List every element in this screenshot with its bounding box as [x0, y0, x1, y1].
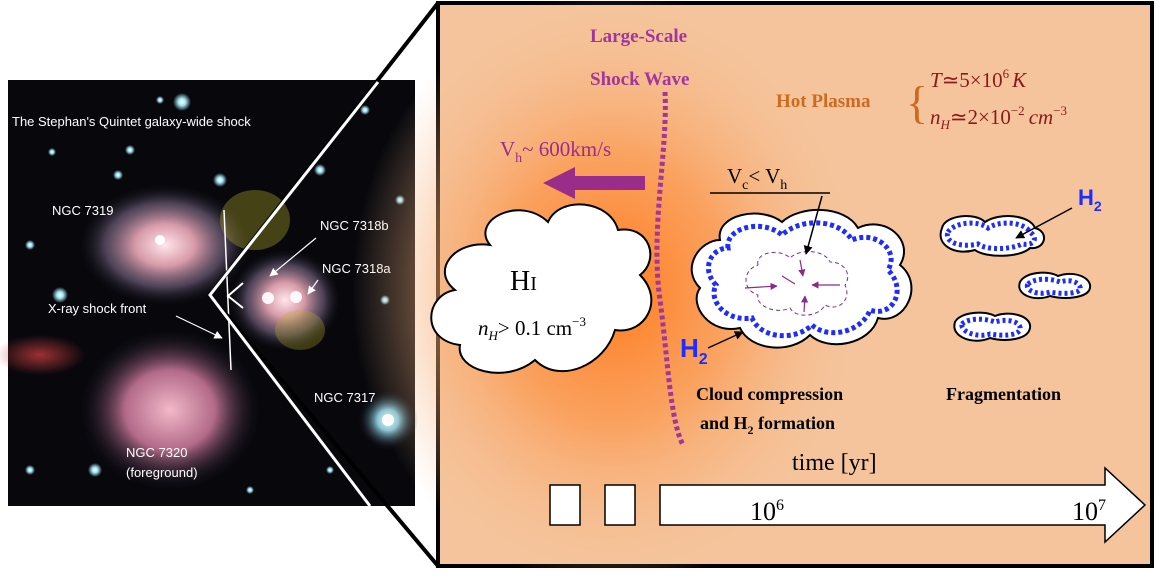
hi-density: nH> 0.1 cm−3 — [478, 314, 586, 343]
time-axis-label: time [yr] — [792, 450, 877, 476]
compression-arrow-bottom — [801, 295, 809, 313]
h2-label-right: H2 — [1078, 185, 1102, 214]
tick-10-6: 106 — [750, 497, 784, 526]
compressed-cloud — [690, 209, 913, 349]
photo-title: The Stephan's Quintet galaxy-wide shock — [12, 114, 251, 129]
label-xray-shock: X-ray shock front — [48, 301, 147, 316]
zoom-cone-highlight — [208, 81, 380, 507]
fragment-cloud-1 — [939, 215, 1045, 257]
ngc7318b-pointer — [269, 237, 317, 277]
fragment-cloud-3 — [953, 311, 1032, 342]
plasma-brace: { — [906, 77, 928, 128]
label-ngc7320-foreground: (foreground) — [126, 465, 198, 480]
ngc7318a-pointer — [307, 279, 319, 295]
vc-label: Vc< Vh — [727, 164, 787, 193]
h2-pointer-left — [707, 331, 744, 349]
label-ngc7319: NGC 7319 — [52, 203, 113, 218]
shock-wave-label-line2: Shock Wave — [590, 69, 689, 90]
time-arrow — [659, 466, 1147, 544]
shock-wave-curve — [654, 91, 686, 447]
h2-pointer-right — [1015, 207, 1073, 239]
xray-pointer — [175, 315, 223, 339]
tick-10-7: 107 — [1072, 497, 1106, 526]
hi-cloud — [430, 203, 653, 374]
timeline-break-box-1 — [549, 484, 581, 526]
label-ngc7317: NGC 7317 — [314, 390, 375, 405]
fragmentation-caption: Fragmentation — [946, 384, 1061, 404]
fragment-cloud-2 — [1018, 271, 1092, 300]
hot-plasma-label: Hot Plasma — [776, 91, 871, 112]
compression-caption-line2: and H2 formation — [700, 413, 835, 437]
compression-arrow-top — [798, 259, 806, 277]
vh-arrow — [543, 167, 645, 199]
vh-label: Vh~ 600km/s — [500, 137, 611, 166]
compression-arrow-left — [744, 282, 778, 290]
xray-shock-line — [223, 209, 232, 371]
timeline-break-box-2 — [604, 484, 636, 526]
shock-wave-label-line1: Large-Scale — [590, 26, 687, 47]
inner-core-outline — [745, 251, 849, 316]
label-ngc7320: NGC 7320 — [126, 445, 187, 460]
compression-caption-line1: Cloud compression — [696, 384, 843, 404]
hi-label: HI — [510, 266, 537, 297]
h2-label-left: H2 — [680, 333, 708, 368]
vc-pointer — [803, 195, 823, 255]
